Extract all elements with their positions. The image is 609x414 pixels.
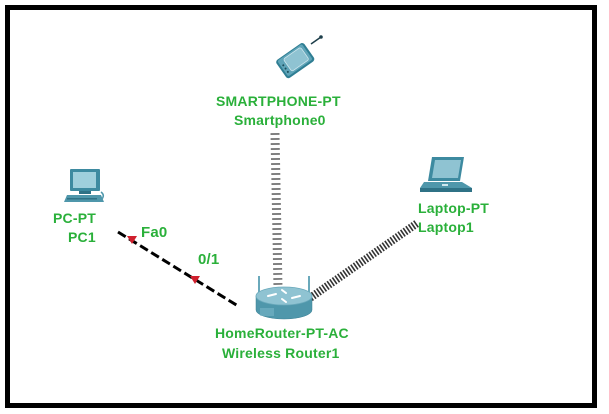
wireless-signal-tick [413,220,419,228]
wireless-signal-tick [313,289,320,298]
wireless-signal-tick [405,225,412,234]
router-name-label: Wireless Router1 [222,345,340,361]
wireless-signal-tick [321,284,328,292]
smartphone-icon[interactable] [265,34,327,84]
wireless-signal-tick [315,288,322,296]
pc-name-label: PC1 [68,229,96,245]
wireless-signal-tick [365,253,372,261]
laptop-name-label: Laptop1 [418,219,474,235]
wireless-signal-tick [350,264,356,272]
wireless-signal-tick [352,262,359,270]
wireless-signal-tick [344,267,351,276]
laptop-model-label: Laptop-PT [418,200,490,216]
smartphone-model-label: SMARTPHONE-PT [216,93,341,109]
wireless-signal-tick [371,249,377,258]
wireless-signal-tick [329,278,335,287]
wireless-signal-tick [389,236,396,245]
port-marker-fa0 [127,236,137,244]
topology-canvas [5,5,597,408]
wireless-link-laptop-router [308,220,419,302]
wireless-signal-tick [394,233,401,241]
wireless-signal-tick [334,275,341,283]
wireless-signal-tick [339,271,346,280]
wireless-signal-tick [336,273,343,281]
wireless-signal-tick [381,242,388,250]
laptop-icon[interactable] [418,155,474,195]
wireless-signal-tick [373,247,380,256]
wireless-signal-tick [368,251,375,259]
wireless-signal-tick [402,227,409,236]
wireless-router-icon[interactable] [252,276,316,320]
port-label-0-1: 0/1 [198,251,220,268]
wired-link-pc-router[interactable] [117,230,239,308]
wireless-signal-tick [318,286,325,294]
wireless-signal-tick [410,222,417,230]
router-model-label: HomeRouter-PT-AC [215,325,349,341]
wireless-signal-tick [399,229,406,237]
wireless-signal-tick [384,240,391,248]
wireless-signal-tick [342,269,349,278]
wireless-signal-tick [326,280,333,289]
port-label-fa0: Fa0 [141,224,168,241]
pc-model-label: PC-PT [53,210,96,226]
wireless-signal-tick [357,258,364,267]
wireless-signal-tick [397,231,404,239]
desktop-pc-icon[interactable] [64,168,108,204]
wireless-signal-tick [392,234,398,243]
wireless-signal-tick [360,256,367,265]
wireless-signal-tick [331,277,338,285]
wireless-signal-tick [323,282,330,291]
wireless-signal-tick [386,238,393,247]
wireless-signal-tick [355,260,362,269]
wireless-signal-tick [310,291,317,300]
wireless-signal-tick [347,266,354,274]
wireless-signal-tick [376,245,383,254]
wireless-signal-tick [378,244,385,252]
smartphone-name-label: Smartphone0 [234,112,326,128]
wireless-link-smartphone-router [270,133,283,285]
port-marker-0-1 [190,276,200,284]
wireless-signal-tick [407,223,414,232]
wireless-signal-tick [363,255,370,263]
